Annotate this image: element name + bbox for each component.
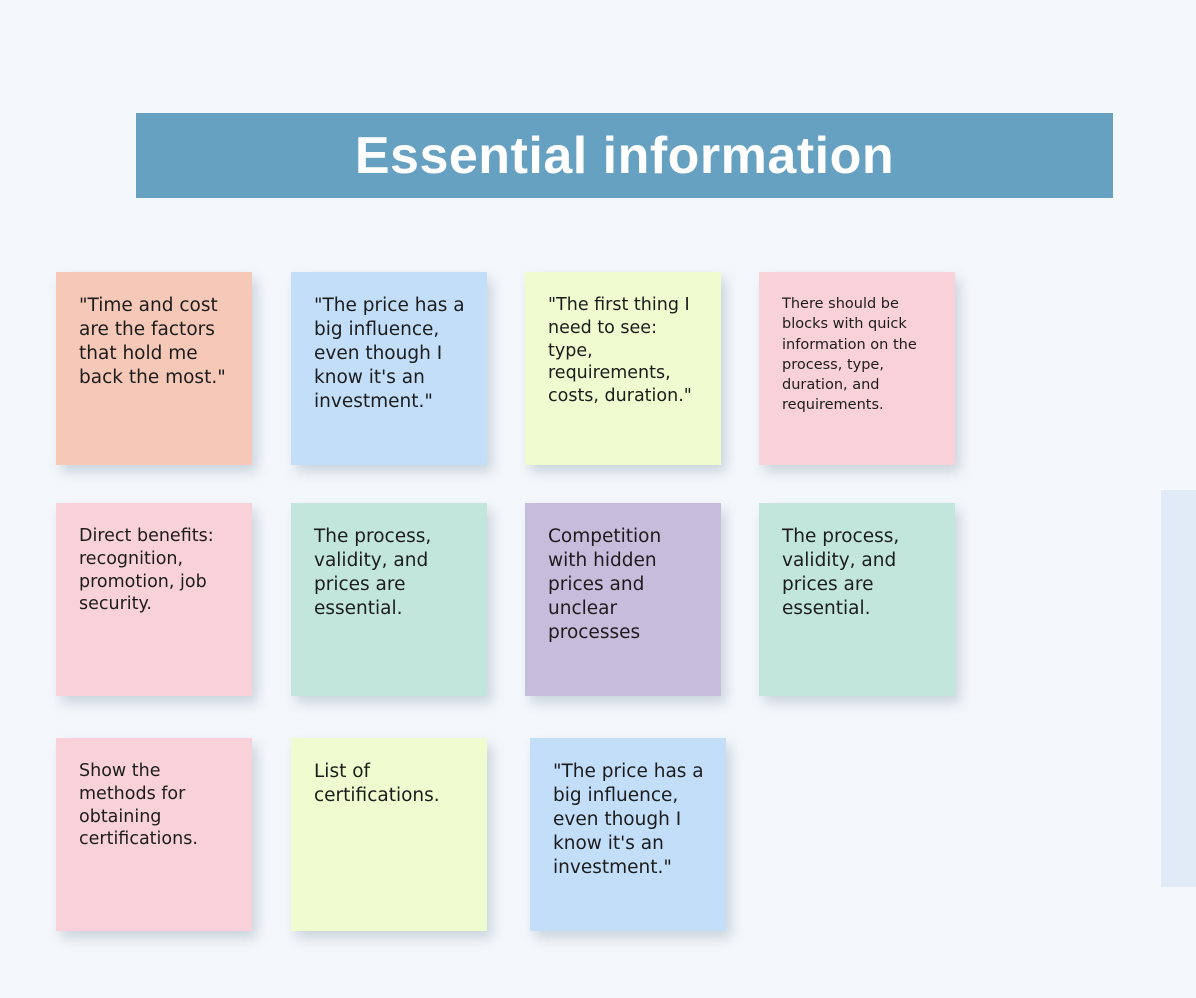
sticky-note-text: "Time and cost are the factors that hold… — [79, 295, 226, 388]
sticky-note-text: Competition with hidden prices and uncle… — [548, 526, 662, 643]
sticky-note[interactable]: The process, validity, and prices are es… — [759, 503, 955, 696]
sticky-note[interactable]: The process, validity, and prices are es… — [291, 503, 487, 696]
sticky-note[interactable]: "Time and cost are the factors that hold… — [56, 272, 252, 465]
sticky-note-text: List of certifications. — [314, 761, 440, 806]
sticky-note[interactable]: There should be blocks with quick inform… — [759, 272, 955, 465]
side-panel[interactable] — [1161, 490, 1196, 887]
sticky-note-text: "The price has a big influence, even tho… — [314, 295, 465, 412]
sticky-note-text: Show the methods for obtaining certifica… — [79, 761, 198, 850]
sticky-note[interactable]: Direct benefits: recognition, promotion,… — [56, 503, 252, 696]
sticky-note[interactable]: Competition with hidden prices and uncle… — [525, 503, 721, 696]
sticky-note-text: Direct benefits: recognition, promotion,… — [79, 526, 214, 615]
sticky-note[interactable]: Show the methods for obtaining certifica… — [56, 738, 252, 931]
sticky-note-text: "The price has a big influence, even tho… — [553, 761, 704, 878]
board-title: Essential information — [354, 126, 895, 185]
sticky-note[interactable]: "The price has a big influence, even tho… — [530, 738, 726, 931]
sticky-note[interactable]: "The first thing I need to see: type, re… — [525, 272, 721, 465]
sticky-note-text: There should be blocks with quick inform… — [782, 296, 917, 414]
sticky-note-text: The process, validity, and prices are es… — [314, 526, 432, 619]
sticky-note[interactable]: "The price has a big influence, even tho… — [291, 272, 487, 465]
sticky-note-text: The process, validity, and prices are es… — [782, 526, 900, 619]
title-banner[interactable]: Essential information — [136, 113, 1113, 198]
sticky-note[interactable]: List of certifications. — [291, 738, 487, 931]
sticky-note-text: "The first thing I need to see: type, re… — [548, 295, 692, 407]
